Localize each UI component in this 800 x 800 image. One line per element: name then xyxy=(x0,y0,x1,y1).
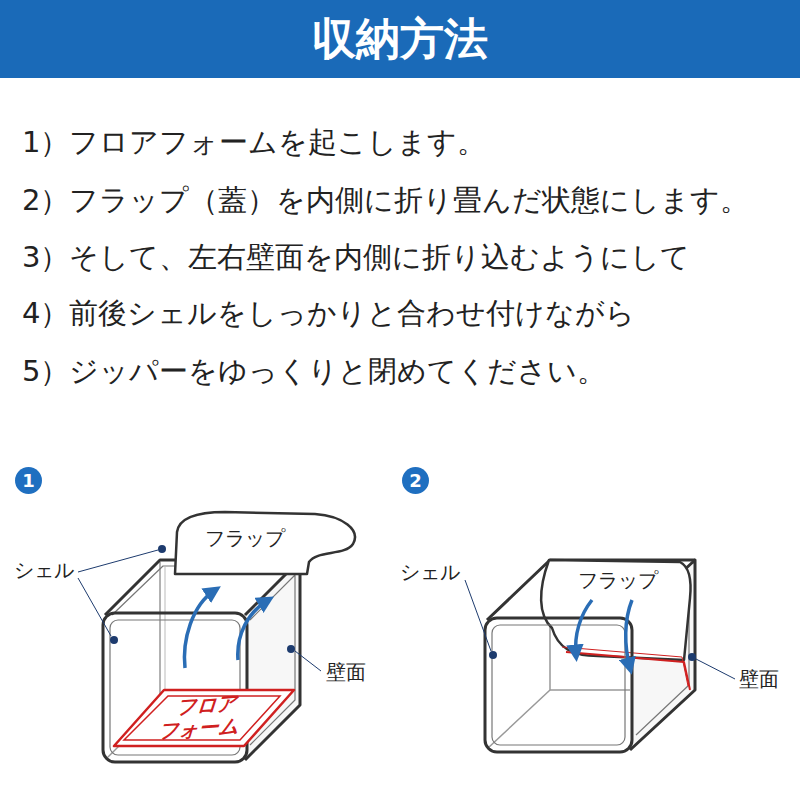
instruction-line: 1）フロアフォームを起こします。 xyxy=(22,124,486,160)
shell-figure-2 xyxy=(465,560,735,752)
page-title: 収納方法 xyxy=(0,0,800,78)
instruction-line: 2）フラップ（蓋）を内側に折り畳んだ状態にします。 xyxy=(22,182,749,218)
part-label: シェル xyxy=(12,558,76,582)
floor-foam-border xyxy=(114,690,294,746)
part-label: 壁面 xyxy=(324,660,368,684)
floor-foam: フロア フォーム xyxy=(108,682,300,752)
part-label: フラップ xyxy=(576,568,660,592)
node-text: フロア フォーム xyxy=(153,690,254,743)
node-text: フラップ xyxy=(205,527,285,550)
part-label: シェル xyxy=(398,560,462,584)
flap-shape-border xyxy=(175,512,355,574)
instruction-line: 3）そして、左右壁面を内側に折り込むようにして xyxy=(22,239,690,275)
part-label: 壁面 xyxy=(737,667,781,691)
callout-number: 1 xyxy=(15,467,42,494)
instruction-line: 4）前後シェルをしっかりと合わせ付けながら xyxy=(22,295,635,331)
callout-number: 2 xyxy=(402,467,429,494)
instruction-line: 5）ジッパーをゆっくりと閉めてください。 xyxy=(22,353,606,389)
shell-figure-1 xyxy=(78,545,321,762)
flap-shape: フラップ xyxy=(165,500,365,576)
